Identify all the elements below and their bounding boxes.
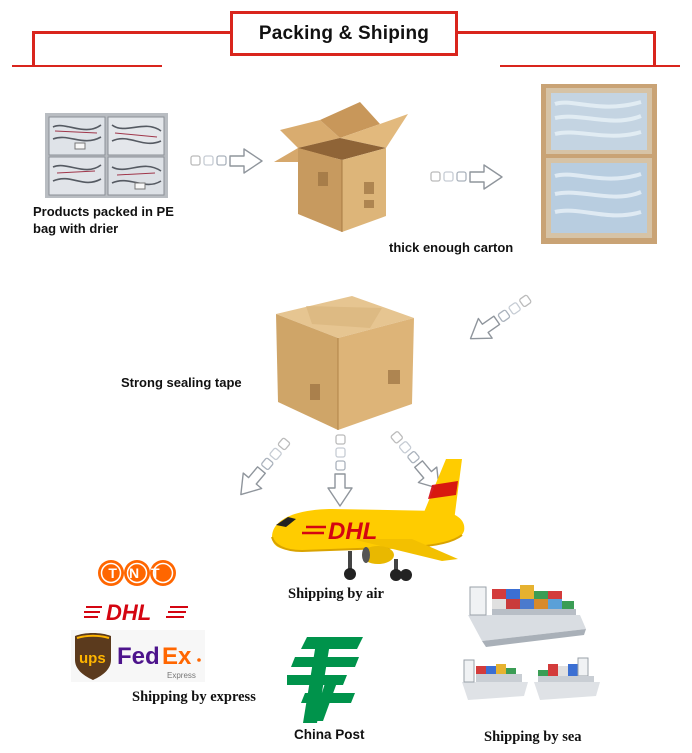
flow-arrow-2 (428, 161, 508, 193)
header-line-left-horizontal (32, 31, 232, 34)
ups-text: ups (79, 650, 106, 667)
ups-fedex-logo: ups Fed Ex Express (71, 630, 205, 682)
flow-arrow-left (232, 432, 296, 502)
open-carton-icon (268, 92, 416, 238)
pe-bag-photo (45, 113, 168, 198)
dhl-text: DHL (106, 600, 151, 625)
china-post-caption: China Post (294, 727, 365, 742)
fedex-ex-text: Ex (162, 643, 192, 670)
flow-arrow-right (384, 426, 448, 496)
air-caption: Shipping by air (288, 586, 384, 602)
flow-arrow-down (322, 432, 358, 508)
header-rule-right (500, 65, 680, 67)
header-line-left-vertical (32, 31, 35, 65)
fedex-express-text: Express (167, 671, 196, 680)
plane-dhl-logo: DHL (328, 518, 377, 545)
china-post-logo (287, 637, 363, 723)
pe-bag-caption: Products packed in PE bag with drier (33, 204, 174, 236)
tnt-logo (96, 558, 178, 588)
sea-caption: Shipping by sea (484, 729, 582, 745)
carton-interior-photo (541, 84, 657, 244)
flow-arrow-3 (462, 288, 538, 348)
header-line-right-vertical (653, 31, 656, 65)
cargo-plane-icon: DHL (262, 455, 474, 583)
sealed-carton-icon (270, 294, 420, 436)
fedex-fed-text: Fed (117, 643, 160, 670)
container-ship-icon-3 (532, 654, 602, 702)
express-caption: Shipping by express (132, 689, 256, 705)
header-rule-left (12, 65, 162, 67)
container-ship-icon (462, 571, 592, 649)
flow-arrow-1 (188, 145, 268, 177)
page-title: Packing & Shiping (258, 22, 430, 44)
container-ship-icon-2 (460, 652, 530, 702)
dhl-logo: DHL (84, 597, 188, 625)
tnt-text: TNT (108, 565, 172, 581)
tnt-letters: TNT (96, 558, 178, 588)
tape-caption: Strong sealing tape (121, 375, 242, 390)
title-box: Packing & Shiping (230, 11, 458, 56)
carton-caption: thick enough carton (389, 240, 514, 255)
header-line-right-horizontal (456, 31, 656, 34)
